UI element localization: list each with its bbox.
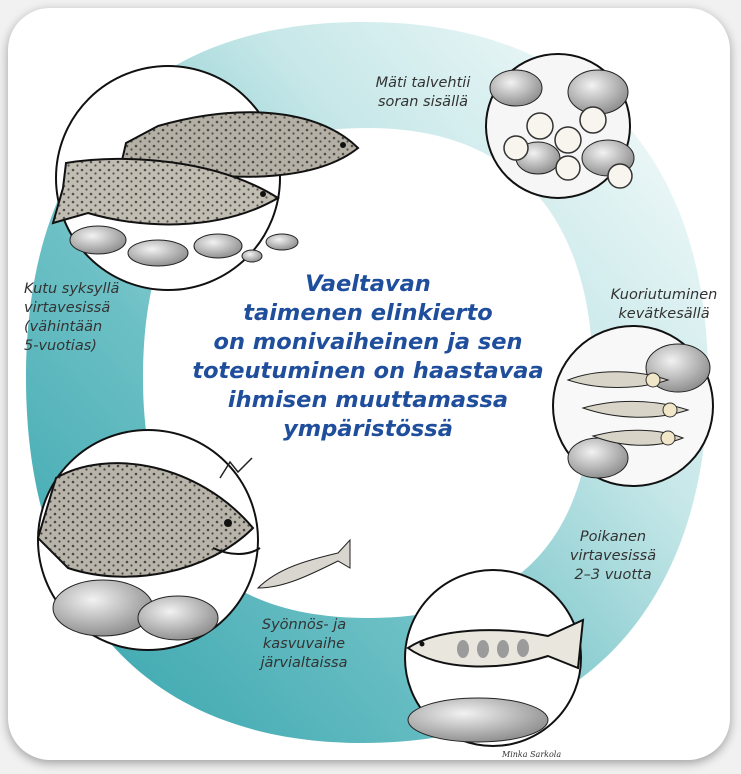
center-title-line: ympäristössä: [178, 415, 558, 444]
stage-label-hatching: Kuoriutuminen kevätkesällä: [598, 286, 730, 324]
center-title-line: toteutuminen on haastavaa: [178, 357, 558, 386]
stage-label-line: 5-vuotias): [24, 337, 184, 356]
stage-label-line: Mäti talvehtii: [358, 74, 488, 93]
stage-label-line: Poikanen: [543, 528, 683, 547]
stage-label-line: Kutu syksyllä: [24, 280, 184, 299]
center-title-line: taimenen elinkierto: [178, 299, 558, 328]
stage-label-parr: Poikanen virtavesissä 2–3 vuotta: [543, 528, 683, 585]
lifecycle-card: Vaeltavan taimenen elinkierto on monivai…: [8, 8, 730, 760]
prey-fish: [258, 540, 350, 588]
stage-label-eggs: Mäti talvehtii soran sisällä: [358, 74, 488, 112]
stage-label-line: järvialtaissa: [234, 654, 374, 673]
stage-label-feeding: Syönnös- ja kasvuvaihe järvialtaissa: [234, 616, 374, 673]
stage-label-line: Syönnös- ja: [234, 616, 374, 635]
stage-label-spawning: Kutu syksyllä virtavesissä (vähintään 5-…: [24, 280, 184, 356]
parr-illustration: [405, 570, 583, 746]
center-title-line: ihmisen muuttamassa: [178, 386, 558, 415]
center-title-line: on monivaiheinen ja sen: [178, 328, 558, 357]
center-title: Vaeltavan taimenen elinkierto on monivai…: [178, 270, 558, 444]
stage-label-line: virtavesissä: [543, 547, 683, 566]
stage-label-line: virtavesissä: [24, 299, 184, 318]
stage-label-line: kasvuvaihe: [234, 635, 374, 654]
eggs-illustration: [486, 54, 634, 198]
stage-label-line: kevätkesällä: [598, 305, 730, 324]
artist-signature: Minka Sarkola: [502, 750, 561, 759]
stage-label-line: 2–3 vuotta: [543, 566, 683, 585]
stage-label-line: (vähintään: [24, 318, 184, 337]
center-title-line: Vaeltavan: [178, 270, 558, 299]
stage-label-line: Kuoriutuminen: [598, 286, 730, 305]
hatching-illustration: [553, 326, 713, 486]
stage-label-line: soran sisällä: [358, 93, 488, 112]
feeding-illustration: [38, 430, 260, 650]
